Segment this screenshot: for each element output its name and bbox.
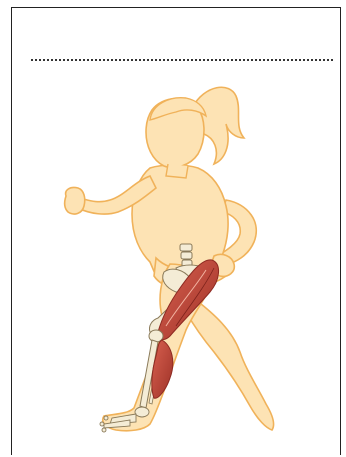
neck — [166, 164, 188, 178]
front-fist — [65, 187, 85, 214]
back-leg — [186, 300, 274, 430]
